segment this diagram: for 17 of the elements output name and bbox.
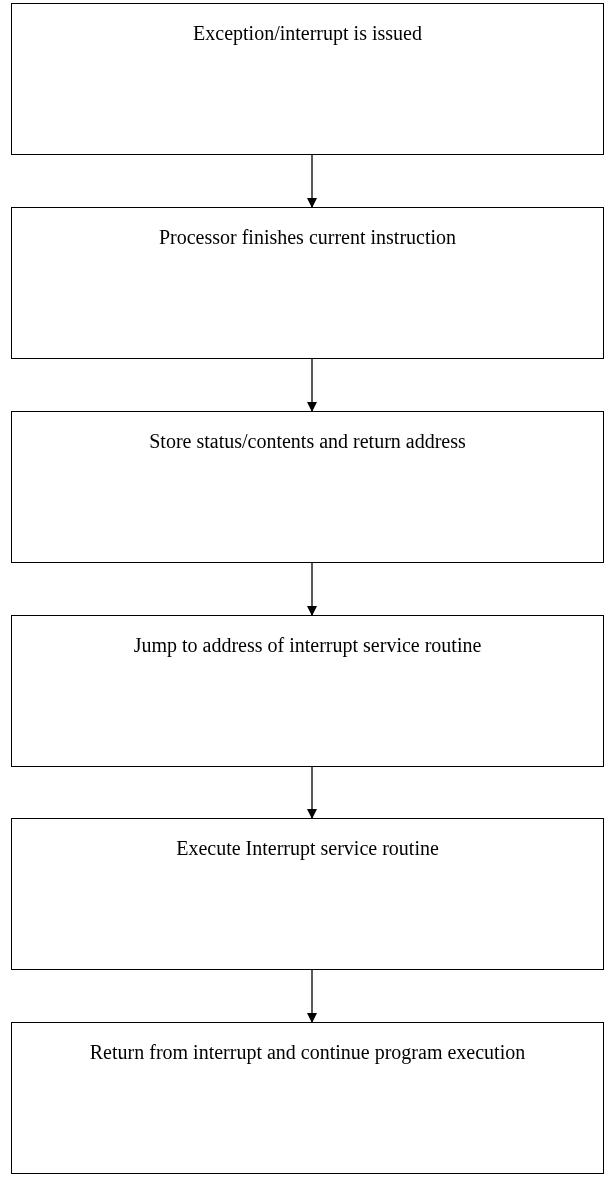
arrow bbox=[307, 358, 317, 412]
step-text: Store status/contents and return address bbox=[149, 429, 466, 454]
step-text: Exception/interrupt is issued bbox=[193, 21, 422, 47]
step-text: Execute Interrupt service routine bbox=[176, 836, 439, 862]
step-text: Jump to address of interrupt service routine bbox=[133, 633, 482, 659]
process-box bbox=[11, 615, 604, 767]
process-box bbox=[11, 411, 604, 563]
process-box bbox=[11, 1022, 604, 1174]
process-box bbox=[11, 207, 604, 359]
arrow bbox=[307, 766, 317, 819]
arrow bbox=[307, 562, 317, 616]
step-text: Return from interrupt and continue program execution bbox=[89, 1040, 526, 1066]
process-box bbox=[11, 3, 604, 155]
arrow bbox=[307, 969, 317, 1023]
arrow bbox=[307, 154, 317, 208]
process-box bbox=[11, 818, 604, 970]
step-text: Processor finishes current instruction bbox=[158, 225, 457, 250]
